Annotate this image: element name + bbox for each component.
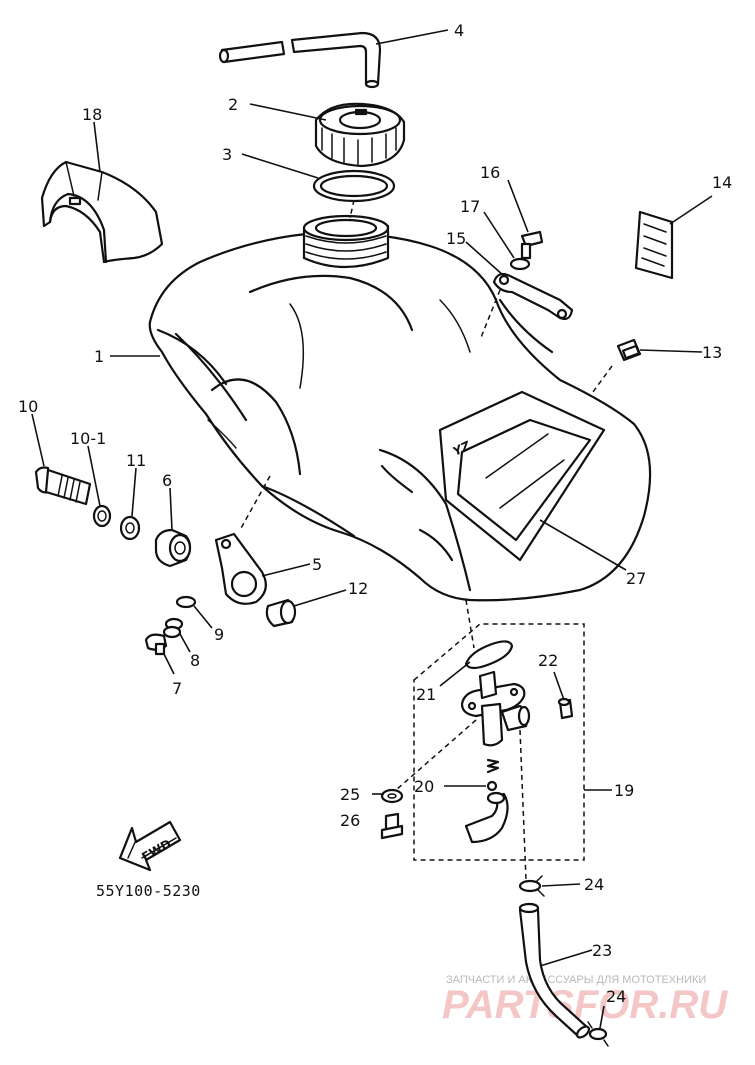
part-damper (154, 528, 192, 568)
part-washer-8 (162, 617, 184, 639)
part-fuel-hose (518, 902, 591, 1039)
part-fuel-tank: YZ (148, 214, 652, 602)
label-part-19: 19 (614, 781, 634, 800)
label-part-18: 18 (82, 105, 102, 124)
part-bracket-washer (509, 257, 531, 271)
part-washer-25 (380, 788, 404, 804)
part-collar (92, 504, 112, 528)
part-cap-gasket (312, 169, 396, 203)
part-washer-9 (175, 595, 197, 609)
label-part-24-upper: 24 (584, 875, 604, 894)
part-cock-lever (464, 791, 509, 844)
watermark-caption: ЗАПЧАСТИ И АКСЕССУАРЫ ДЛЯ МОТОТЕХНИКИ (446, 974, 706, 986)
watermark: ЗАПЧАСТИ И АКСЕССУАРЫ ДЛЯ МОТОТЕХНИКИ PA… (442, 974, 728, 1027)
part-bracket-collar (265, 598, 297, 628)
part-side-emblem (634, 210, 674, 280)
label-part-6: 6 (162, 471, 172, 490)
part-breather-hose (218, 31, 382, 89)
tank-logo: YZ (451, 438, 473, 458)
label-part-24-lower: 24 (606, 987, 626, 1006)
part-front-bolt (34, 466, 92, 506)
label-part-21: 21 (416, 685, 436, 704)
label-part-12: 12 (348, 579, 368, 598)
part-spring (486, 758, 500, 792)
label-part-10: 10 (18, 397, 38, 416)
label-part-15: 15 (446, 229, 466, 248)
part-filler-cap (314, 102, 406, 168)
label-part-23: 23 (592, 941, 612, 960)
part-washer-11 (119, 515, 141, 541)
part-rear-bracket (492, 272, 574, 321)
part-number-labels: 4 2 3 18 16 17 15 14 13 1 10 10-1 11 6 5… (18, 21, 732, 1006)
part-fuel-cock (460, 670, 531, 747)
fuel-cock-group-box (413, 623, 585, 861)
part-bracket-bolt-7 (144, 633, 168, 656)
label-part-20: 20 (414, 777, 434, 796)
label-part-8: 8 (190, 651, 200, 670)
part-screw-26 (380, 812, 404, 840)
part-tank-cover (40, 160, 164, 264)
label-part-10-1: 10-1 (70, 429, 106, 448)
label-part-5: 5 (312, 555, 322, 574)
forward-arrow: FWD (118, 820, 182, 872)
diagram-code: 55Y100-5230 (96, 882, 201, 900)
part-screw-22 (557, 697, 574, 720)
part-rear-bolt (616, 338, 642, 362)
label-part-27: 27 (626, 569, 646, 588)
part-front-bracket (214, 532, 267, 605)
label-part-11: 11 (126, 451, 146, 470)
label-part-13: 13 (702, 343, 722, 362)
label-part-7: 7 (172, 679, 182, 698)
part-hose-clip-lower (587, 1021, 609, 1047)
label-part-16: 16 (480, 163, 500, 182)
watermark-site: PARTSFOR.RU (442, 983, 728, 1027)
label-part-26: 26 (340, 811, 360, 830)
part-bracket-bolt (520, 230, 544, 260)
label-part-22: 22 (538, 651, 558, 670)
label-part-3: 3 (222, 145, 232, 164)
leader-lines (31, 29, 713, 1029)
label-part-1: 1 (94, 347, 104, 366)
label-part-9: 9 (214, 625, 224, 644)
label-part-17: 17 (460, 197, 480, 216)
label-part-14: 14 (712, 173, 732, 192)
part-hose-clip-upper (518, 875, 545, 897)
label-part-25: 25 (340, 785, 360, 804)
label-part-2: 2 (228, 95, 238, 114)
part-oring (464, 640, 514, 670)
label-part-4: 4 (454, 21, 464, 40)
